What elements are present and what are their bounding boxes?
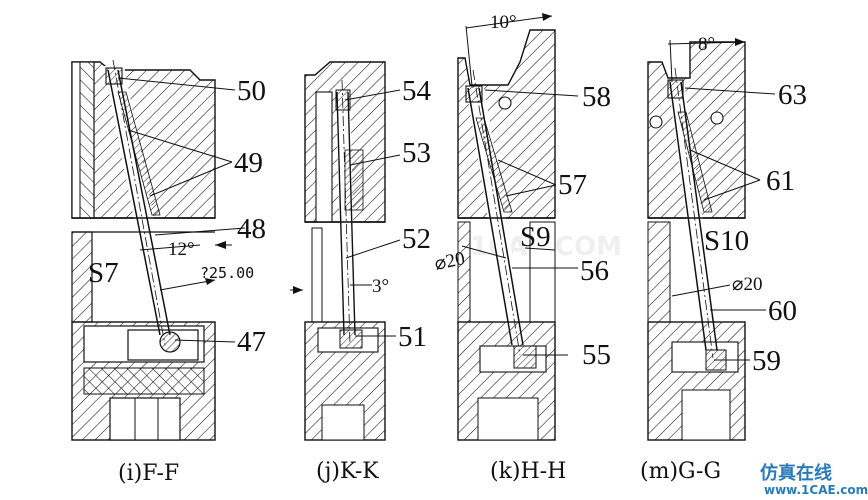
callout-56: 56 — [580, 255, 609, 287]
callout-53: 53 — [402, 137, 431, 169]
angle-label-kk: 3° — [372, 276, 389, 297]
angled-pin-hh — [467, 69, 524, 356]
callout-58: 58 — [582, 81, 611, 113]
view-ff: 50 49 48 47 12° ?25.00 S7 (i)F-F — [71, 59, 266, 486]
angled-pin-kk — [336, 79, 356, 346]
angle-label-gg: 8° — [698, 34, 715, 55]
callout-48: 48 — [237, 213, 266, 245]
view-gg: 8° 63 61 60 59 S10 ⌀20 (m)G-G — [640, 34, 807, 484]
caption-gg: (m)G-G — [640, 459, 721, 484]
view-kk: 54 53 52 51 3° (j)K-K — [290, 61, 432, 484]
angled-pin-gg — [669, 67, 718, 359]
caption-kk: (j)K-K — [316, 459, 379, 484]
stroke-label-s7: S7 — [88, 257, 119, 289]
callout-61: 61 — [766, 165, 795, 197]
stroke-label-s9: S9 — [520, 221, 551, 253]
callout-57: 57 — [558, 169, 587, 201]
callout-51: 51 — [398, 321, 427, 353]
dimension-label-ff: ?25.00 — [200, 264, 254, 282]
callout-47: 47 — [237, 326, 266, 358]
callout-50: 50 — [237, 75, 266, 107]
stroke-label-s10: S10 — [704, 225, 749, 257]
site-watermark: 仿真在线 www.1CAE.com — [760, 462, 868, 497]
angled-pin-ff — [105, 59, 171, 346]
callout-52: 52 — [402, 223, 431, 255]
callout-59: 59 — [752, 345, 781, 377]
callout-63: 63 — [778, 79, 807, 111]
callout-49: 49 — [234, 147, 263, 179]
view-hh: 10° 58 57 56 55 S9 ⌀20 (k)H-H — [433, 12, 611, 484]
callout-54: 54 — [402, 75, 432, 107]
dimension-label-gg: ⌀20 — [732, 274, 762, 295]
caption-ff: (i)F-F — [118, 461, 179, 486]
callout-55: 55 — [582, 339, 611, 371]
watermark-title: 仿真在线 — [760, 462, 832, 484]
watermark-url: www.1CAE.com — [764, 483, 868, 497]
angle-label-ff: 12° — [168, 239, 195, 260]
angle-label-hh: 10° — [490, 12, 517, 33]
caption-hh: (k)H-H — [490, 459, 566, 484]
callout-60: 60 — [768, 295, 797, 327]
